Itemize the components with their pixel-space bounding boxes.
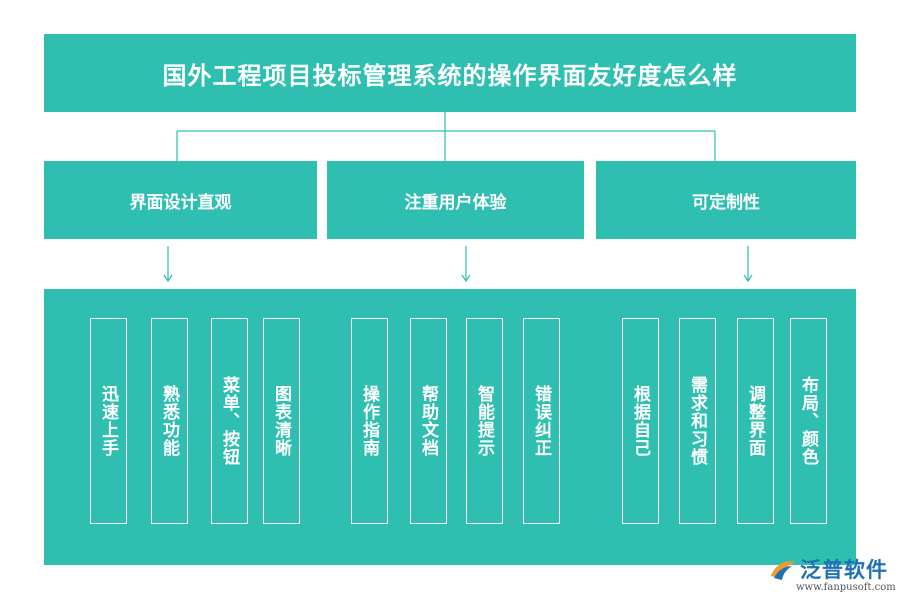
category-box-experience: 注重用户体验 [327,161,584,239]
item-label: 操作指南 [359,385,379,457]
item-label: 帮助文档 [418,385,438,457]
arrow-head-middle [461,274,471,283]
item-box: 根据自己 [622,318,659,524]
item-label: 需求和习惯 [687,376,707,466]
item-label: 错误纠正 [531,385,551,457]
logo-name: 泛普软件 [800,558,888,582]
item-box: 帮助文档 [410,318,447,524]
item-box: 菜单、按钮 [211,318,248,524]
item-box: 操作指南 [351,318,388,524]
category-box-customization: 可定制性 [596,161,856,239]
item-label: 调整界面 [745,385,765,457]
item-box: 调整界面 [737,318,774,524]
item-box: 布局、颜色 [790,318,827,524]
item-box: 智能提示 [466,318,503,524]
arrow-head-left [163,274,173,283]
item-box: 需求和习惯 [679,318,716,524]
item-box: 错误纠正 [523,318,560,524]
item-label: 菜单、按钮 [219,376,239,466]
logo-mark-icon [771,561,795,580]
category-box-design: 界面设计直观 [44,161,317,239]
brand-logo: 泛普软件 www.fanpusoft.com [768,556,896,600]
item-label: 智能提示 [474,385,494,457]
item-box: 图表清晰 [263,318,300,524]
logo-url: www.fanpusoft.com [796,582,896,593]
item-label: 熟悉功能 [159,385,179,457]
item-box: 熟悉功能 [151,318,188,524]
item-box: 迅速上手 [90,318,127,524]
arrow-head-right [743,274,753,283]
item-label: 根据自己 [630,385,650,457]
content-panel [44,289,856,565]
item-label: 图表清晰 [271,385,291,457]
item-label: 布局、颜色 [798,376,818,466]
item-label: 迅速上手 [98,385,118,457]
diagram-title: 国外工程项目投标管理系统的操作界面友好度怎么样 [44,34,856,112]
